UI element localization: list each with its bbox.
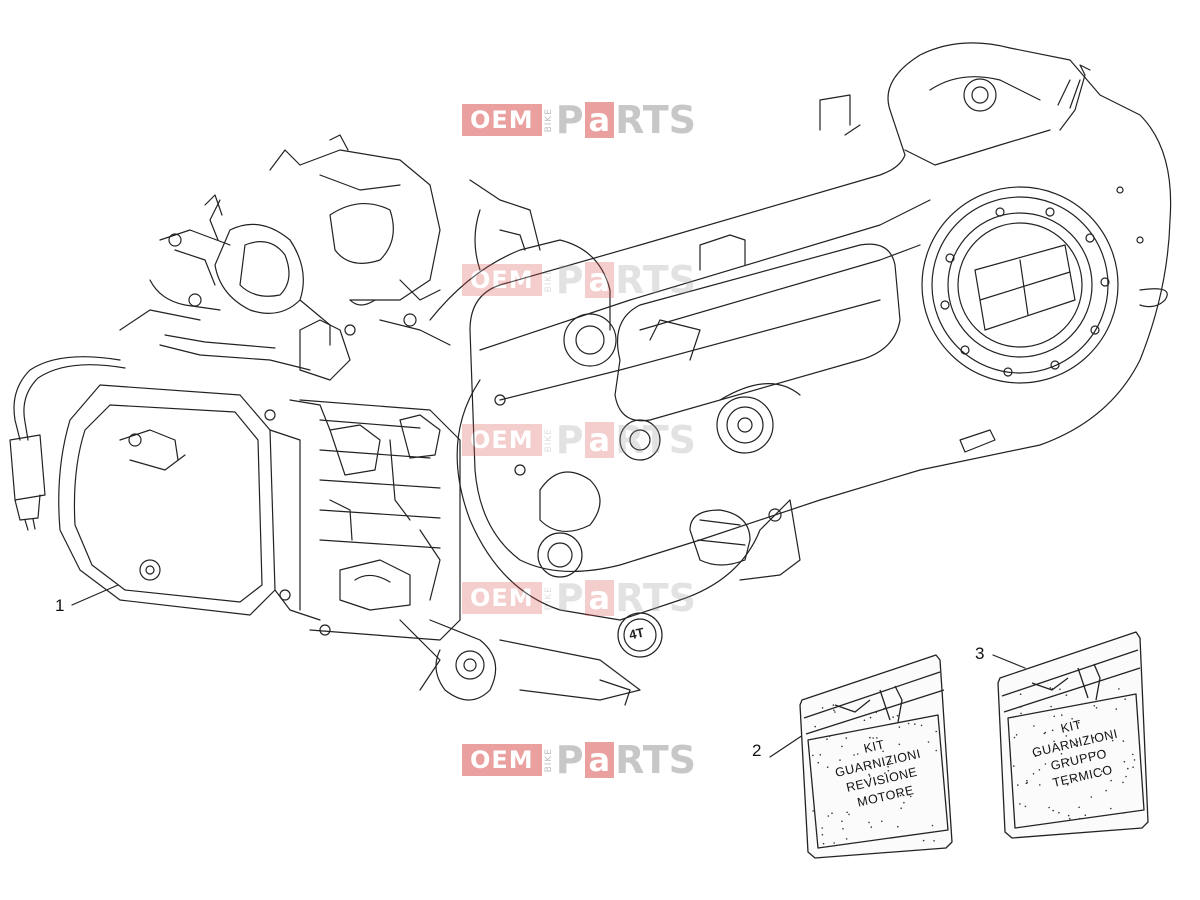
leader-line-3 xyxy=(992,654,1026,669)
gasket-kit-bag-3 xyxy=(997,631,1149,839)
bag-speckle-texture xyxy=(812,687,1136,845)
wiring-harness xyxy=(9,334,311,531)
watermark-oem-parts: OEM BIKE P a RTS xyxy=(462,98,696,142)
cvt-cover xyxy=(469,42,1172,573)
leader-line-2 xyxy=(769,732,807,758)
watermark-oem-parts: OEM BIKE P a RTS xyxy=(462,738,696,782)
gasket-kit-bag-2 xyxy=(799,654,953,859)
watermark-oem-parts: OEM BIKE P a RTS xyxy=(462,576,696,620)
cylinder-head xyxy=(119,134,451,381)
watermark-oem-parts: OEM BIKE P a RTS xyxy=(462,418,696,462)
engine-4t-badge: 4T xyxy=(627,624,646,643)
callout-1[interactable]: 1 xyxy=(55,596,65,615)
crankcase xyxy=(399,179,801,706)
callout-3[interactable]: 3 xyxy=(975,644,985,663)
valve-cover xyxy=(58,384,461,641)
callout-2[interactable]: 2 xyxy=(752,741,762,760)
watermark-oem-parts: OEM BIKE P a RTS xyxy=(462,258,696,302)
leader-line-1 xyxy=(71,584,119,606)
